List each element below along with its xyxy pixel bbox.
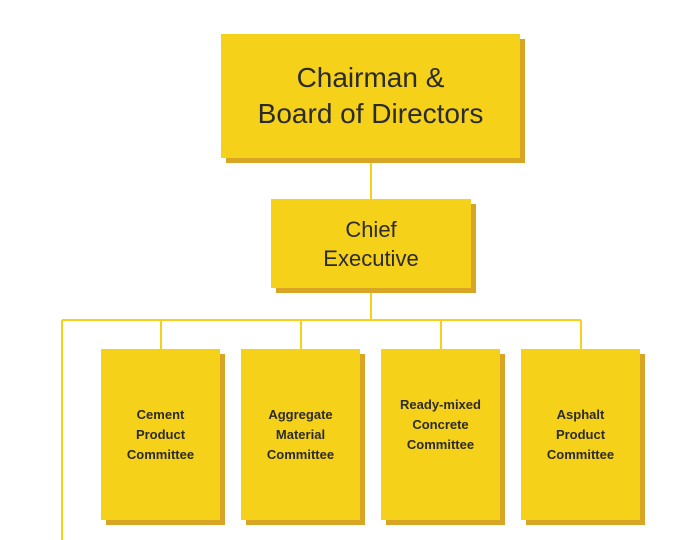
ready-mixed-concrete-committee-label: Ready-mixed Concrete Committee [400,396,481,452]
aggregate-material-committee-box: Aggregate Material Committee [241,349,360,520]
chairman-board-box: Chairman & Board of Directors [221,34,520,158]
chairman-board-label: Chairman & Board of Directors [257,62,484,129]
chief-executive-label: Chief Executive [323,216,419,271]
chief-executive-box: Chief Executive [271,199,471,288]
asphalt-product-committee-label: Asphalt Product Committee [546,406,615,462]
ready-mixed-concrete-committee-box: Ready-mixed Concrete Committee [381,349,500,520]
cement-product-committee-label: Cement Product Committee [126,406,195,462]
cement-product-committee-box: Cement Product Committee [101,349,220,520]
asphalt-product-committee-box: Asphalt Product Committee [521,349,640,520]
aggregate-material-committee-label: Aggregate Material Committee [266,406,335,462]
